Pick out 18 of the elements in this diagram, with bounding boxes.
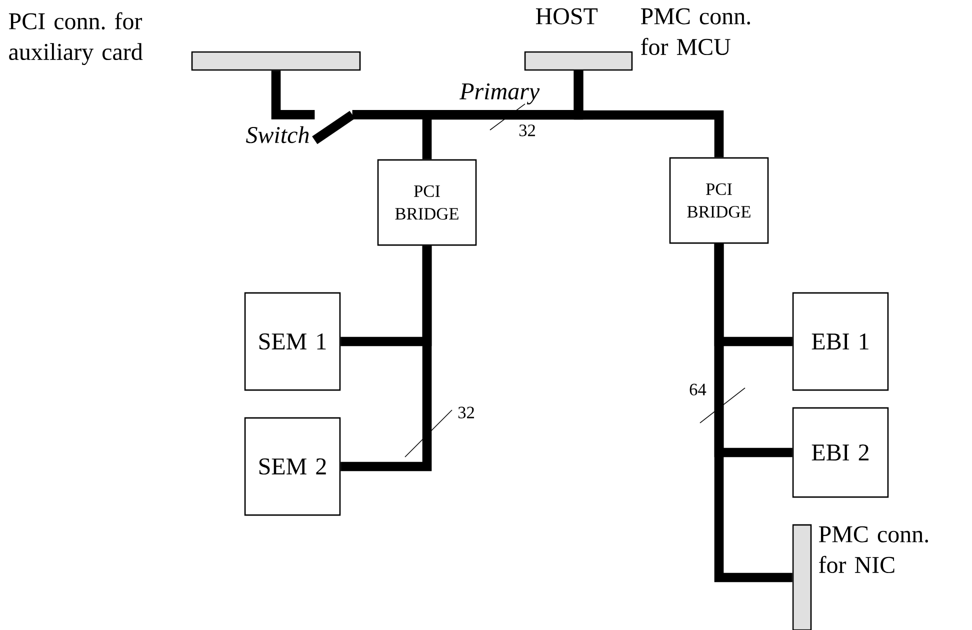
bus-line [714, 244, 792, 582]
bus-line [574, 70, 724, 158]
block-box: SEM 1 [244, 292, 341, 391]
block-box: EBI 1 [792, 292, 889, 391]
bus-line [271, 70, 315, 120]
block-box: SEM 2 [244, 417, 341, 516]
bus-label: 32 [519, 124, 535, 136]
connector-label: HOST [536, 8, 598, 24]
bus-label: 64 [690, 384, 706, 396]
block-box: EBI 2 [792, 407, 889, 498]
bus-line [340, 246, 432, 472]
connector-label: PCI conn. for auxiliary card [8, 12, 143, 65]
connector-label: PMC conn. for NIC [818, 526, 928, 574]
block-box: PCI BRIDGE [377, 159, 477, 246]
bus-label: 32 [458, 406, 474, 418]
bus-label: Primary [459, 83, 540, 104]
connector-label: PMC conn. for MCU [640, 8, 750, 56]
block-box: PCI BRIDGE [669, 157, 769, 244]
